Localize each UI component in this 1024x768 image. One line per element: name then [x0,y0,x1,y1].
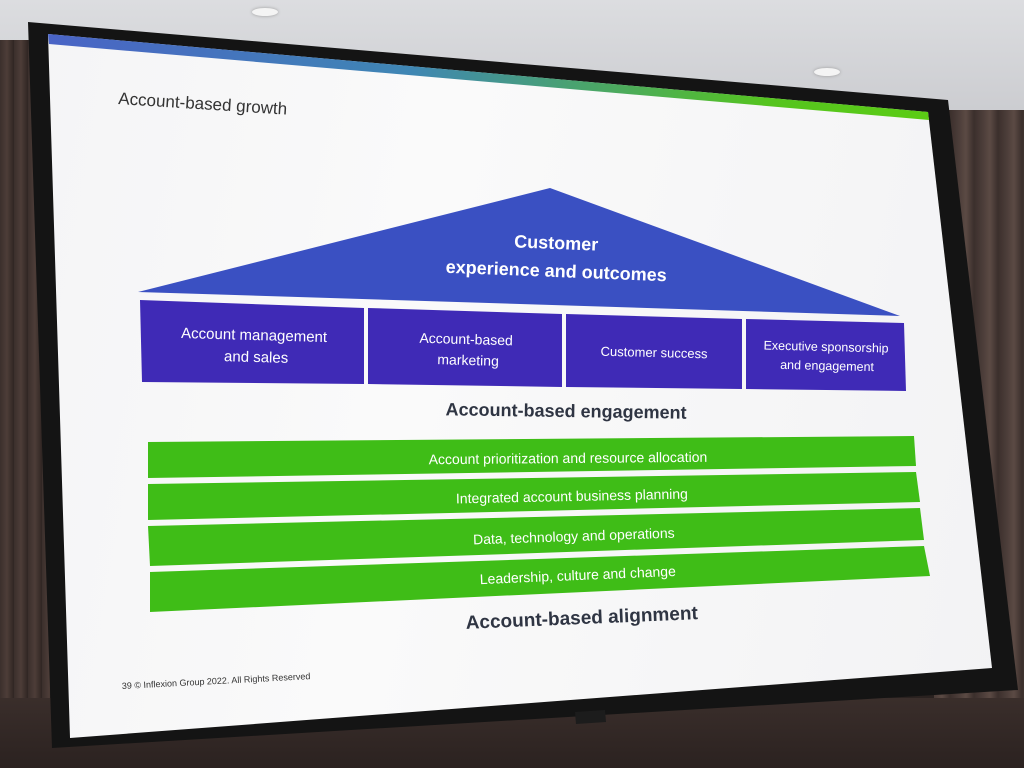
foundation-bar-3 [148,508,924,566]
engagement-label: Account-based engagement [445,399,686,422]
alignment-label: Account-based alignment [465,603,699,634]
pillar-label: Customer success [600,344,708,362]
foundation-bar-2 [148,472,920,520]
pillar-account-based-marketing [368,308,562,387]
foundation-bar-4 [150,546,930,612]
pillar-label: Account-based [419,330,513,349]
pillar-executive-sponsorship [746,319,906,391]
foundation-label: Account prioritization and resource allo… [429,449,708,467]
pillar-customer-success [566,314,742,389]
pillar-label: and engagement [780,358,875,374]
ceiling-light [814,68,840,76]
pillar-label: Executive sponsorship [763,338,888,355]
roof-title-line1: Customer [514,231,599,254]
pillar-label: and sales [224,348,289,367]
pillar-account-management [140,300,364,384]
slide-title: Account-based growth [118,89,288,119]
foundation-bar-1 [148,436,916,478]
foundation-label: Data, technology and operations [473,525,675,548]
ceiling-light [252,8,278,16]
foundation-label: Integrated account business planning [456,486,688,507]
roof-triangle [138,188,900,316]
pillar-label: marketing [437,351,499,369]
pillar-label: Account management [181,325,328,346]
slide-footer: 39 © Inflexion Group 2022. All Rights Re… [122,671,311,691]
